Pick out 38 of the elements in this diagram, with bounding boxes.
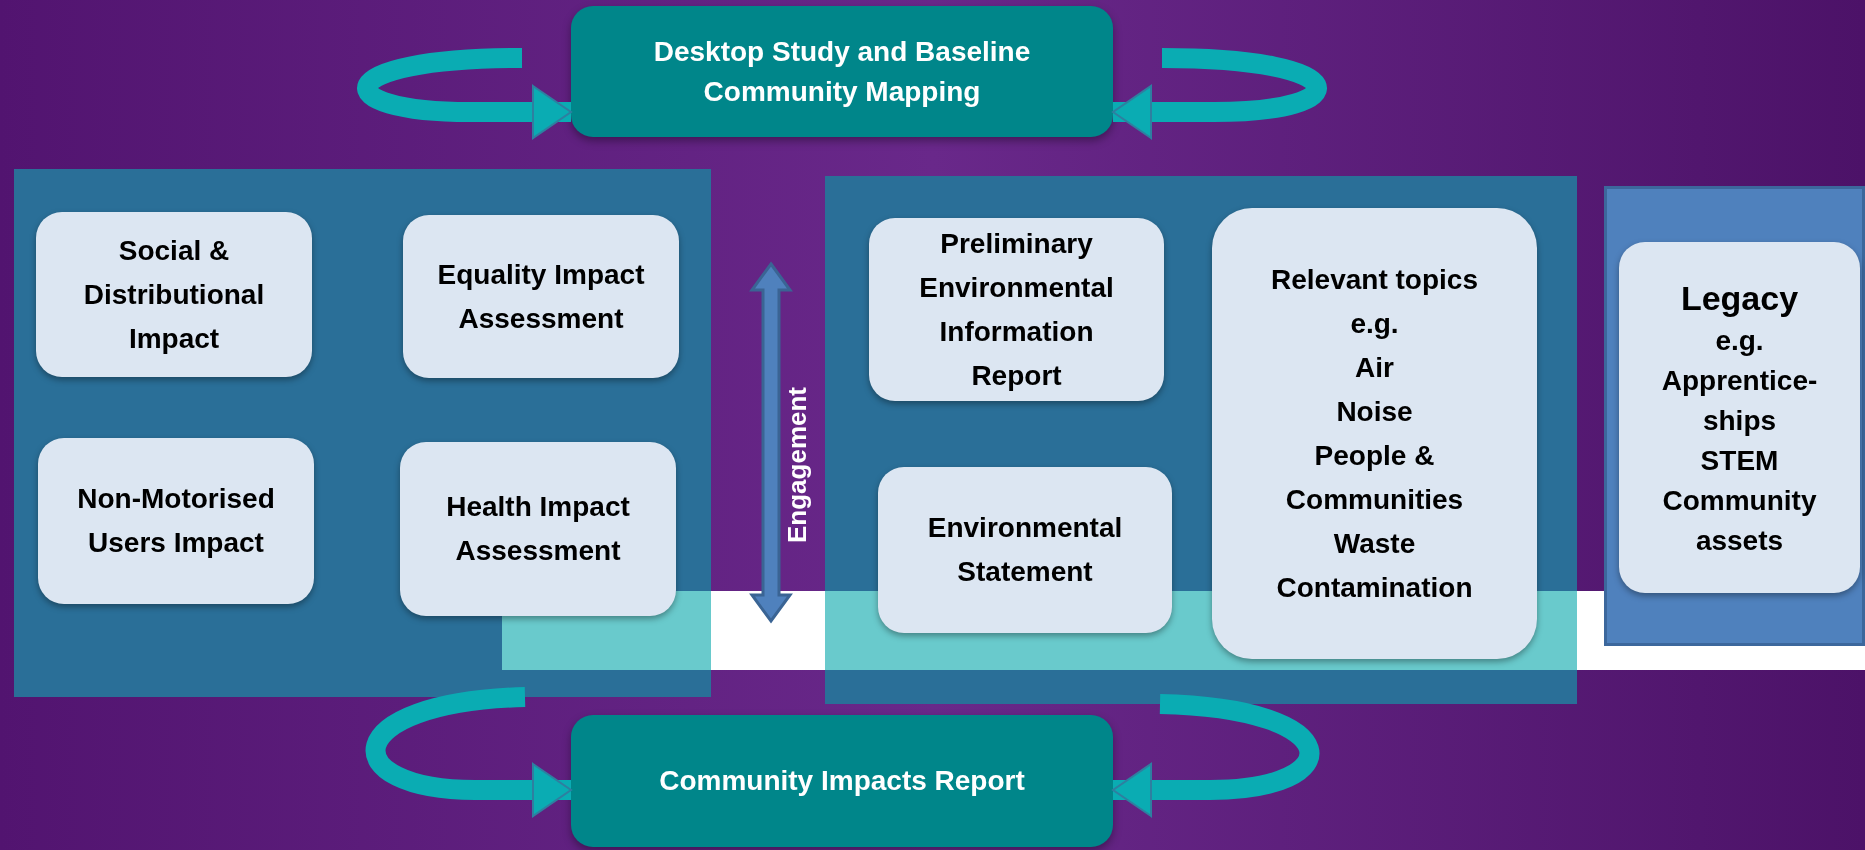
engagement-label: Engagement [781,387,813,543]
box-text: Preliminary Environmental Information Report [918,226,1115,393]
box-text: Noise [1336,394,1413,429]
box-text: e.g. [1715,323,1764,358]
group-panel [825,176,1577,704]
topic-box [403,215,679,378]
topic-box [878,467,1172,633]
box-text: Desktop Study and Baseline Community Mapping [652,34,1032,109]
curved-arrow [1112,694,1319,817]
curved-arrow [366,687,572,817]
box-text: People & Communities [1284,438,1465,517]
curved-arrow [1112,48,1327,139]
topic-box [869,218,1164,401]
process-box [571,6,1113,137]
legacy-box [1619,242,1860,593]
group-panel [14,169,711,697]
box-text: Contamination [1276,570,1473,605]
box-text: Environmental Statement [926,511,1124,589]
topic-box [400,442,676,616]
heading-text: Legacy [1680,277,1799,319]
box-text: Relevant topics [1271,262,1478,297]
curved-arrow [357,48,572,139]
box-text: STEM [1700,443,1779,478]
topic-list-box [1212,208,1537,659]
box-text: Waste [1333,526,1416,561]
box-text: Social & Distributional Impact [82,233,266,356]
box-text: e.g. [1350,306,1399,341]
topic-box [38,438,314,604]
topic-box [36,212,312,377]
box-text: Community assets [1661,483,1818,558]
box-text: Apprentice-ships [1660,363,1819,438]
box-text: Non-Motorised Users Impact [76,482,276,560]
box-text: Community Impacts Report [659,764,1025,798]
box-text: Health Impact Assessment [445,490,631,568]
box-text: Air [1355,350,1394,385]
process-box [571,715,1113,847]
box-text: Equality Impact Assessment [436,257,646,336]
legacy-panel [1604,186,1865,646]
